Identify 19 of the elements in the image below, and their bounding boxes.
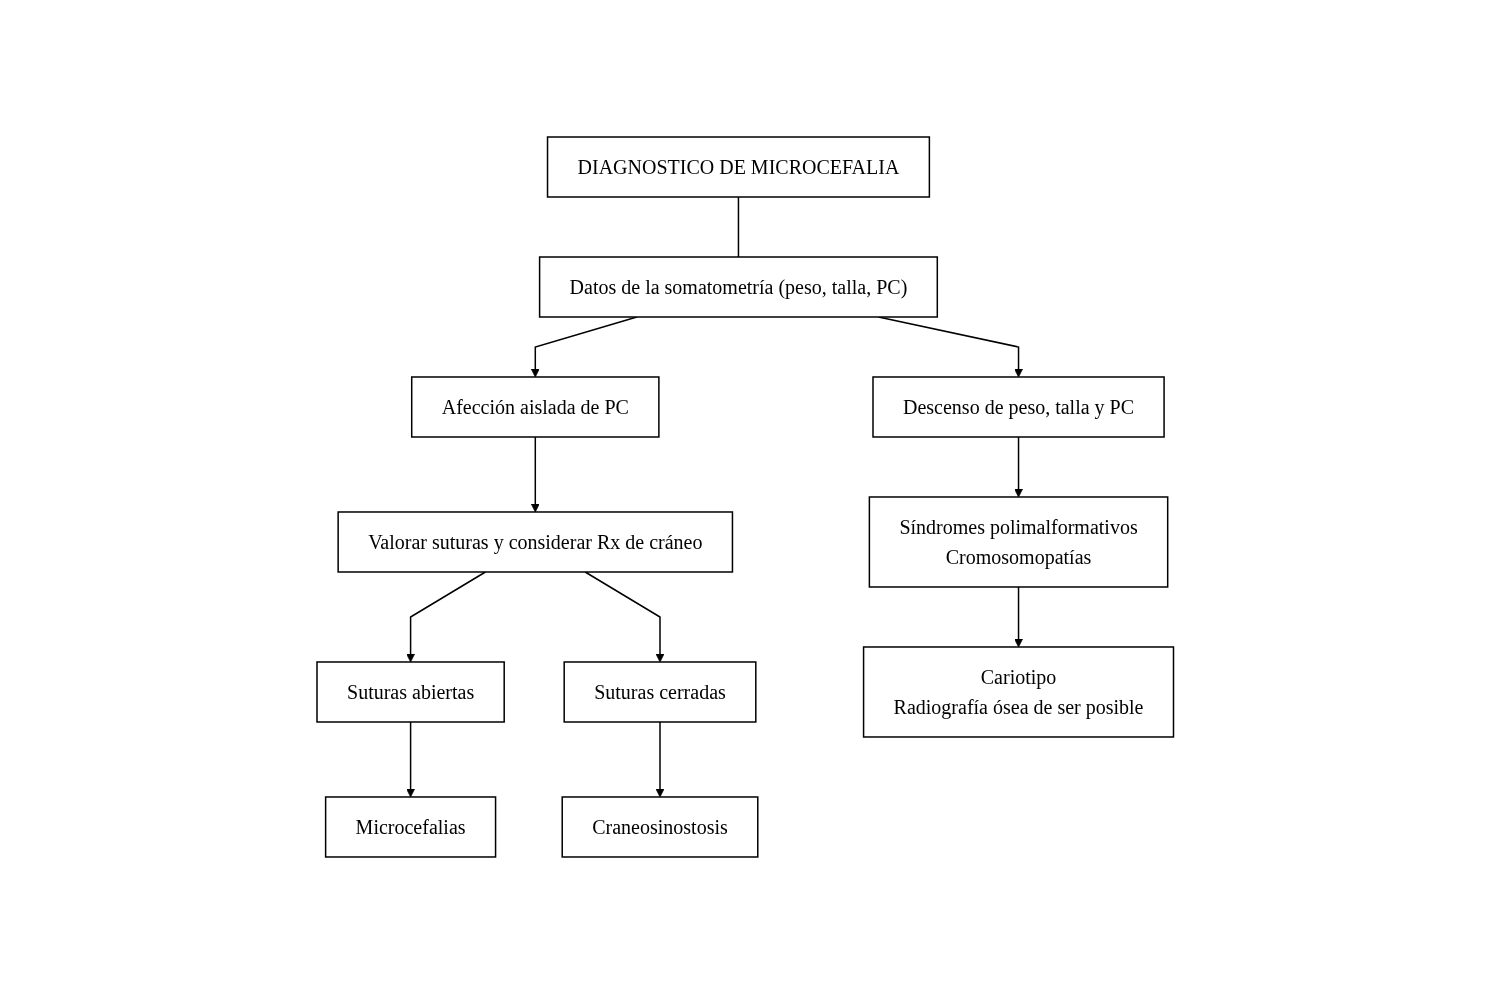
arrow (584, 571, 665, 663)
arrow (1014, 436, 1024, 498)
node-box: Cariotipo Radiografía ósea de ser posible (863, 646, 1175, 738)
node-box: Descenso de peso, talla y PC (872, 376, 1166, 438)
node-box: DIAGNOSTICO DE MICROCEFALIA (547, 136, 931, 198)
arrow (531, 436, 540, 513)
node-box: Suturas cerradas (563, 661, 757, 723)
arrow (1014, 586, 1024, 648)
node-box: Craneosinostosis (561, 796, 759, 858)
arrow (406, 571, 487, 663)
node-box: Datos de la somatometría (peso, talla, PC) (539, 256, 939, 318)
node-box: Síndromes polimalformativos Cromosomopatías (868, 496, 1169, 588)
arrow (406, 721, 416, 798)
node-box: Microcefalias (325, 796, 497, 858)
connector (737, 196, 740, 258)
node-box: Afección aislada de PC (411, 376, 660, 438)
arrow (655, 721, 665, 798)
node-box: Valorar suturas y considerar Rx de cráneo (337, 511, 734, 573)
node-box: Suturas abiertas (316, 661, 506, 723)
